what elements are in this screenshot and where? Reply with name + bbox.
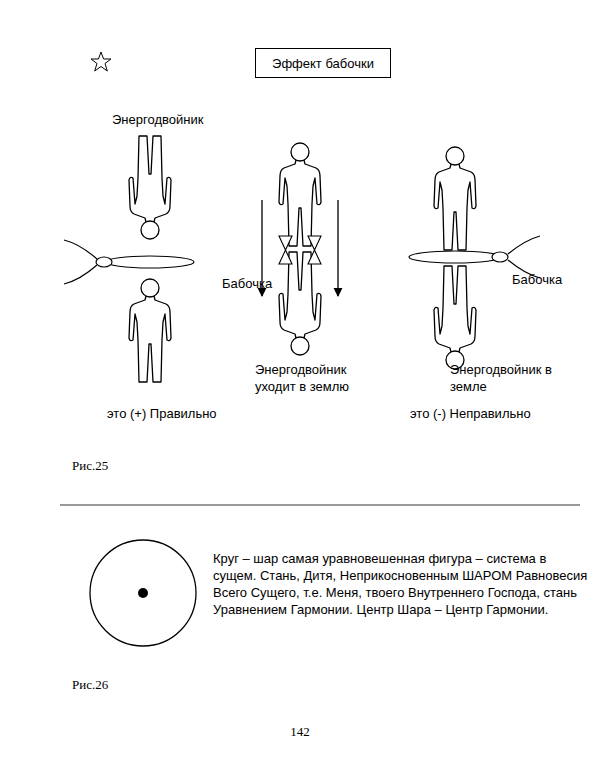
separator-line bbox=[60, 505, 580, 506]
person-figure bbox=[279, 143, 321, 246]
page-number: 142 bbox=[290, 724, 310, 741]
energy-double-figure bbox=[434, 266, 476, 369]
description-text: Круг – шар самая уравновешенная фигура –… bbox=[213, 551, 591, 619]
butterfly-symbol bbox=[64, 240, 194, 284]
figure-label: Энергодвойник уходит в землю bbox=[255, 362, 370, 396]
verdict-label: это (+) Правильно bbox=[107, 406, 217, 423]
energy-double-figure bbox=[129, 136, 171, 239]
bowtie-symbol bbox=[279, 236, 321, 264]
energy-double-figure bbox=[279, 252, 321, 355]
arrow bbox=[262, 200, 338, 296]
title-box: Эффект бабочки bbox=[255, 48, 391, 78]
figure-label: Энергодвойник bbox=[112, 112, 203, 129]
harmony-circle bbox=[90, 540, 196, 646]
figure-label: Энергодвойник в земле bbox=[450, 362, 560, 396]
figure-label: Бабочка bbox=[222, 276, 272, 293]
center-dot bbox=[138, 588, 148, 598]
butterfly-symbol bbox=[409, 236, 540, 278]
star-symbol bbox=[91, 52, 111, 71]
person-figure bbox=[129, 279, 171, 382]
verdict-label: это (-) Неправильно bbox=[410, 406, 531, 423]
person-figure bbox=[434, 147, 476, 250]
figure-label: Бабочка bbox=[512, 272, 562, 289]
figure-number: Рис.26 bbox=[72, 677, 108, 694]
title-text: Эффект бабочки bbox=[272, 56, 374, 71]
figure-number: Рис.25 bbox=[72, 458, 108, 475]
